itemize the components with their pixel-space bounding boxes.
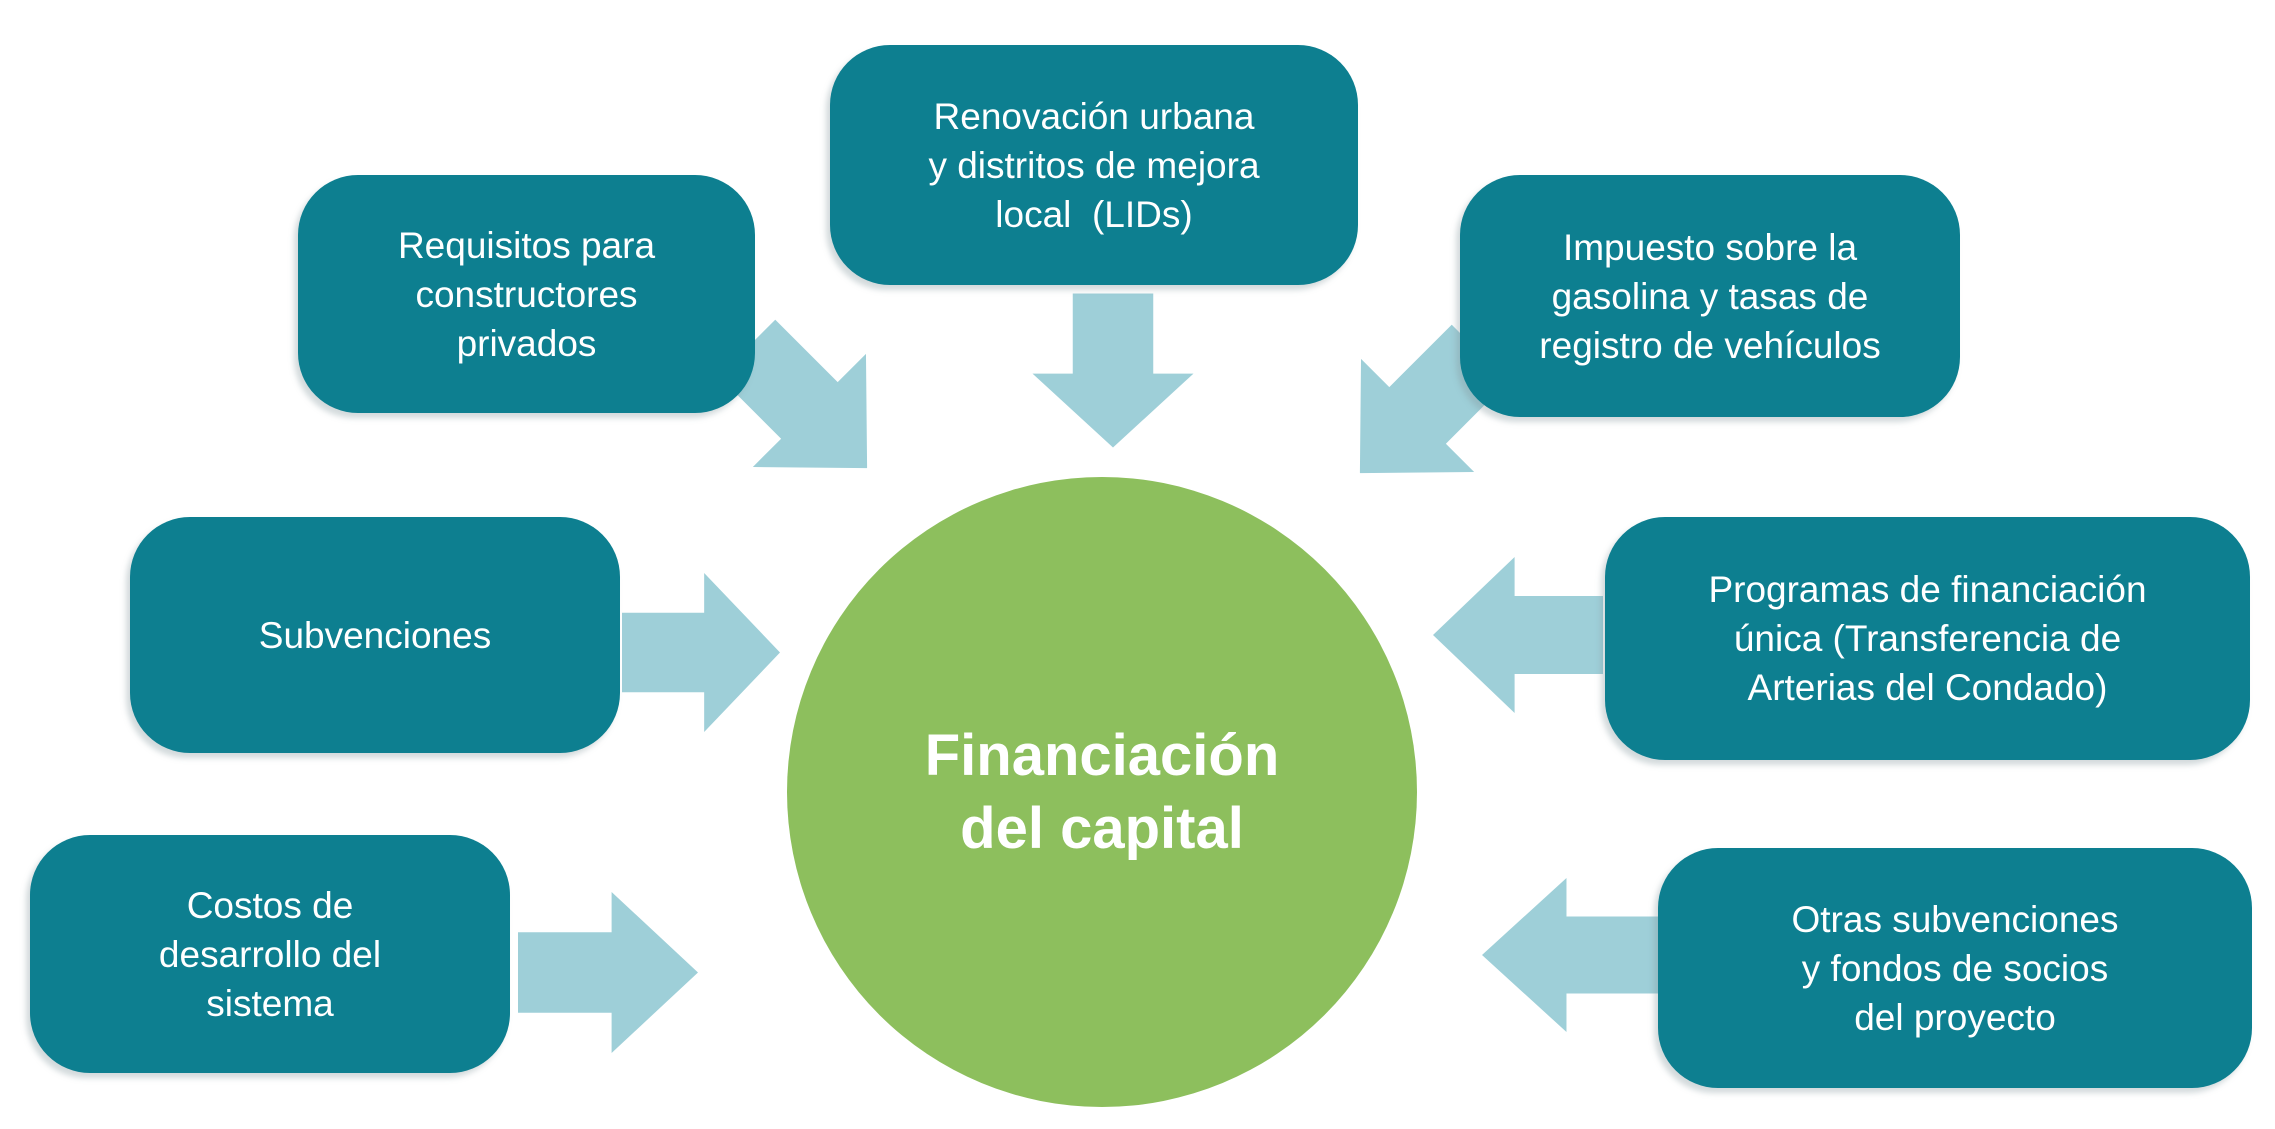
node-programas-financiacion: Programas de financiación única (Transfe… [1605,517,2250,760]
center-node-financiacion-capital: Financiación del capital [787,477,1417,1107]
node-label-line: sistema [206,982,334,1024]
node-label-line: y distritos de mejora [928,144,1260,186]
node-label-line: Subvenciones [258,614,492,656]
node-label-line: constructores [415,273,638,315]
node-label-line: desarrollo del [158,933,382,975]
node-label-line: registro de vehículos [1539,324,1881,366]
node-otras-subvenciones: Otras subvenciones y fondos de socios de… [1658,848,2252,1088]
node-label-line: Costos de [186,884,354,926]
node-impuesto-gasolina: Impuesto sobre la gasolina y tasas de re… [1460,175,1960,417]
arrow-left-icon [1482,878,1658,1032]
center-title-line: Financiación [924,723,1280,788]
arrow-left-icon [1433,557,1603,713]
node-label-line: Arterias del Condado) [1747,667,2108,708]
node-label-line: Otras subvenciones [1791,898,2119,940]
node-subvenciones: Subvenciones [130,517,620,753]
node-costos-desarrollo: Costos de desarrollo del sistema [30,835,510,1073]
node-label-line: local (LIDs) [995,193,1193,235]
node-label-line: del proyecto [1854,996,2056,1038]
arrow-right-icon [622,573,780,732]
node-label-line: Programas de financiación [1708,569,2147,610]
node-label-line: Impuesto sobre la [1562,226,1858,268]
node-label-line: privados [456,322,597,364]
arrow-down-icon [1033,294,1194,448]
center-title-line: del capital [960,796,1244,861]
node-label-line: y fondos de socios [1801,947,2109,989]
node-label-line: única (Transferencia de [1733,618,2122,659]
node-label-line: gasolina y tasas de [1551,275,1869,317]
node-requisitos-constructores: Requisitos para constructores privados [298,175,755,413]
node-label-line: Renovación urbana [933,95,1255,137]
node-renovacion-urbana: Renovación urbana y distritos de mejora … [830,45,1358,285]
arrow-right-icon [518,892,698,1053]
node-label-line: Requisitos para [397,224,656,266]
